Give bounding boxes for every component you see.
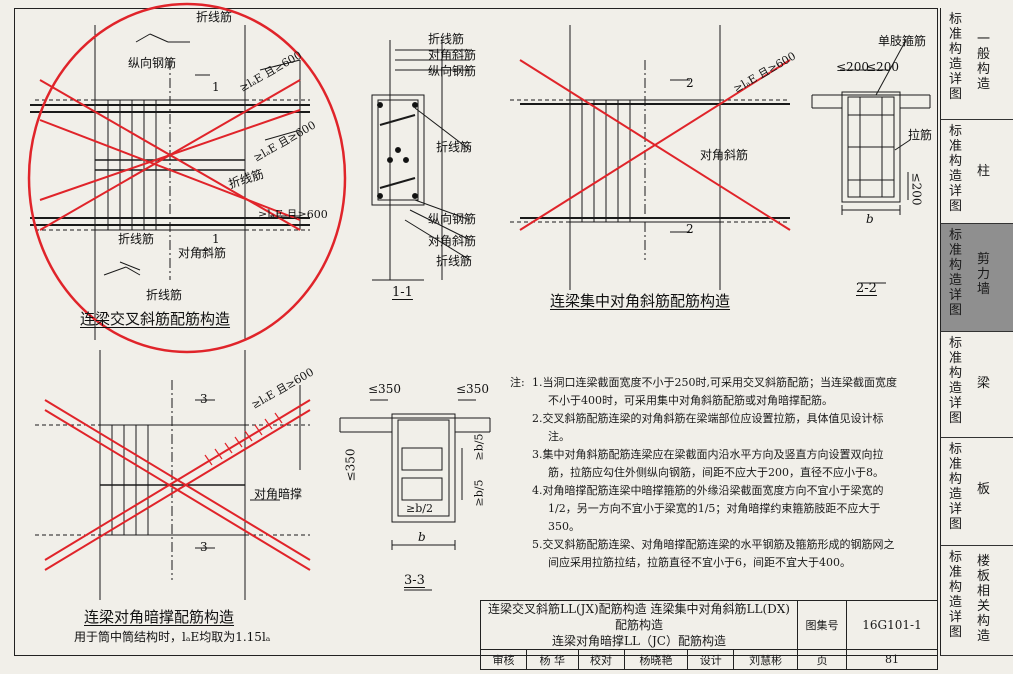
label-s11-fold-c: 折线筋 <box>436 254 473 268</box>
tab-slab[interactable]: 标准构造详图 板 <box>940 438 1013 546</box>
note-2: 2.交叉斜筋配筋连梁的对角斜筋在梁端部位应设置拉筋，具体值见设计标注。 <box>532 412 884 443</box>
concentrated-diagonal-elevation <box>510 25 790 290</box>
note-3: 3.集中对角斜筋配筋连梁应在梁截面内沿水平方向及竖直方向设置双向拉筋，拉筋应勾住… <box>532 448 884 479</box>
tab-floor-related[interactable]: 标准构造详图 楼板相关构造 <box>940 546 1013 656</box>
label-anchor-3: ≥lₐE 且≥600 <box>258 208 328 221</box>
label-diag-bar-a: 对角斜筋 <box>178 246 227 260</box>
label-dim-200v: ≤200 <box>909 172 924 206</box>
label-s11-fold-a: 折线筋 <box>428 32 465 46</box>
label-dim-b2: ≥b/2 <box>406 502 433 515</box>
label-dim-b5a: ≥b/5 <box>472 433 486 461</box>
label-mark-2-top: 2 <box>686 76 694 90</box>
tab-beam[interactable]: 标准构造详图 梁 <box>940 332 1013 438</box>
section-3-3 <box>339 399 491 591</box>
label-s11-fold-b: 折线筋 <box>436 140 473 154</box>
label-mark-3-top: 3 <box>200 392 208 406</box>
title-cross-bar: 连梁交叉斜筋配筋构造 <box>80 310 231 328</box>
title-line-2: 连梁对角暗撑LL（JC）配筋构造 <box>552 634 726 648</box>
title-block: 连梁交叉斜筋LL(JX)配筋构造 连梁集中对角斜筋LL(DX)配筋构造 连梁对角… <box>480 600 938 670</box>
atlas-number: 16G101-1 <box>846 600 938 650</box>
tab-label: 标准构造详图 <box>949 336 963 426</box>
label-mark-2-bot: 2 <box>686 222 694 236</box>
section-1-1 <box>371 40 471 281</box>
label-long-bar: 纵向钢筋 <box>128 56 177 70</box>
tab-name: 板 <box>977 482 991 497</box>
tab-name: 梁 <box>977 376 991 391</box>
label-tie-bar: 拉筋 <box>908 128 933 142</box>
notes-lead: 注: <box>510 376 525 389</box>
label-mark-3-bot: 3 <box>200 540 208 554</box>
tab-column[interactable]: 标准构造详图 柱 <box>940 120 1013 224</box>
cross-bar-elevation <box>30 25 310 340</box>
drawing-frame <box>14 8 938 656</box>
label-b-33: b <box>418 530 426 544</box>
label-fold-bar-bot: 折线筋 <box>146 288 183 302</box>
label-b-22: b <box>866 212 874 226</box>
label-dim-350v: ≤350 <box>343 448 358 482</box>
title-concentrated: 连梁集中对角斜筋配筋构造 <box>550 292 731 310</box>
label-dim-350b: ≤350 <box>456 382 489 396</box>
label-s11-long-a: 纵向钢筋 <box>428 64 477 78</box>
atlas-label: 图集号 <box>797 600 847 650</box>
page-number: 81 <box>846 649 938 670</box>
title-section-1-1: 1-1 <box>392 285 413 300</box>
review-label: 审核 <box>480 649 527 670</box>
title-section-3-3: 3-3 <box>404 573 425 588</box>
tab-name: 一般构造 <box>977 32 991 92</box>
label-single-stirrup: 单肢箍筋 <box>878 34 927 48</box>
title-hidden-brace: 连梁对角暗撑配筋构造 <box>84 608 235 626</box>
tab-name: 柱 <box>977 164 991 179</box>
reviewer: 杨 华 <box>525 649 579 670</box>
design-notes: 注: 1.当洞口连梁截面宽度不小于250时,可采用交叉斜筋配筋；当连梁截面宽度不… <box>510 374 905 572</box>
tab-name: 剪力墙 <box>977 252 991 297</box>
checker: 杨晓艳 <box>623 649 689 670</box>
label-dim-200b: ≤200 <box>866 60 899 74</box>
tab-name: 楼板相关构造 <box>977 554 991 644</box>
tab-label: 标准构造详图 <box>949 228 963 318</box>
hidden-brace-elevation <box>35 350 310 600</box>
title-block-title: 连梁交叉斜筋LL(JX)配筋构造 连梁集中对角斜筋LL(DX)配筋构造 连梁对角… <box>480 600 798 650</box>
chapter-index: 标准构造详图 一般构造 标准构造详图 柱 标准构造详图 剪力墙 标准构造详图 梁… <box>940 8 1013 656</box>
label-dim-b5b: ≥b/5 <box>472 479 486 507</box>
tab-label: 标准构造详图 <box>949 550 963 640</box>
label-dim-350a: ≤350 <box>368 382 401 396</box>
tab-label: 标准构造详图 <box>949 442 963 532</box>
note-hidden-brace: 用于筒中筒结构时，lₐE均取为1.15lₐ <box>74 630 271 644</box>
tab-shear-wall[interactable]: 标准构造详图 剪力墙 <box>940 224 1013 332</box>
note-1: 1.当洞口连梁截面宽度不小于250时,可采用交叉斜筋配筋；当连梁截面宽度不小于4… <box>532 376 897 407</box>
label-s11-diag-b: 对角斜筋 <box>428 234 477 248</box>
section-2-2 <box>811 39 931 284</box>
label-dim-200a: ≤200 <box>836 60 869 74</box>
label-s11-diag-a: 对角斜筋 <box>428 48 477 62</box>
label-diag-bar-c: 对角斜筋 <box>700 148 749 162</box>
tab-label: 标准构造详图 <box>949 12 963 102</box>
label-fold-bar-top: 折线筋 <box>196 10 233 24</box>
label-hidden-brace: 对角暗撑 <box>254 487 303 501</box>
tab-general[interactable]: 标准构造详图 一般构造 <box>940 8 1013 120</box>
title-section-2-2: 2-2 <box>856 281 877 296</box>
note-5: 5.交叉斜筋配筋连梁、对角暗撑配筋连梁的水平钢筋及箍筋形成的钢筋网之间应采用拉筋… <box>532 538 895 569</box>
check-label: 校对 <box>577 649 625 670</box>
label-mark-1-bot: 1 <box>212 232 220 246</box>
label-mark-1-top: 1 <box>212 80 220 94</box>
note-4: 4.对角暗撑配筋连梁中暗撑箍筋的外缘沿梁截面宽度方向不宜小于梁宽的1/2，另一方… <box>532 484 884 533</box>
label-fold-bar-left: 折线筋 <box>118 232 155 246</box>
design-label: 设计 <box>687 649 735 670</box>
tab-label: 标准构造详图 <box>949 124 963 214</box>
page-label: 页 <box>797 649 847 670</box>
designer: 刘慧彬 <box>733 649 798 670</box>
title-line-1: 连梁交叉斜筋LL(JX)配筋构造 连梁集中对角斜筋LL(DX)配筋构造 <box>488 602 790 632</box>
label-s11-long-b: 纵向钢筋 <box>428 212 477 226</box>
